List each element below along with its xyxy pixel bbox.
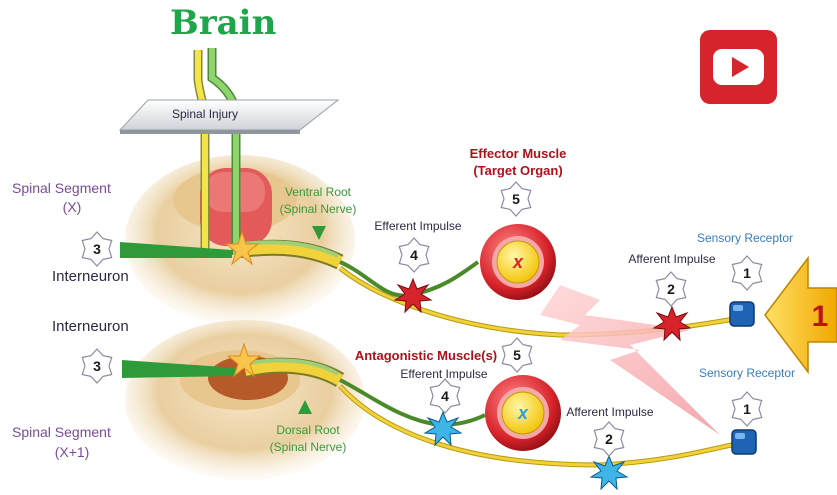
step-afferent-upper-badge: 2 <box>656 272 685 306</box>
dorsal-root-label: Dorsal Root <box>276 423 340 437</box>
efferent-impulse-lower-label: Efferent Impulse <box>400 367 487 381</box>
muscle-lower-mark: x <box>517 403 529 423</box>
step-receptor-lower-number: 1 <box>743 401 751 417</box>
step-receptor-lower-badge: 1 <box>732 392 761 426</box>
step-interneuron-upper-badge: 3 <box>82 232 111 266</box>
afferent-burst-lower <box>591 456 627 489</box>
step-efferent-lower-badge: 4 <box>430 379 459 413</box>
segment-upper-sub: (X) <box>63 199 82 215</box>
segment-lower-label: Spinal Segment <box>12 424 111 440</box>
efferent-impulse-upper-label: Efferent Impulse <box>374 219 461 233</box>
step-efferent-upper-badge: 4 <box>399 238 428 272</box>
step-effector-lower-badge: 5 <box>502 338 531 372</box>
sensory-receptor-upper-label: Sensory Receptor <box>697 231 793 245</box>
step-efferent-upper-number: 4 <box>410 247 418 263</box>
stimulus-number: 1 <box>812 300 829 333</box>
youtube-play-icon[interactable] <box>700 30 777 104</box>
segment-lower-sub: (X+1) <box>55 444 90 460</box>
effector-muscle-label: Effector Muscle <box>470 146 567 161</box>
step-receptor-upper-badge: 1 <box>732 256 761 290</box>
segment-upper-label: Spinal Segment <box>12 180 111 196</box>
step-efferent-lower-number: 4 <box>441 388 449 404</box>
effector-muscle-sub: (Target Organ) <box>473 163 562 178</box>
interneuron-upper-label: Interneuron <box>52 268 129 285</box>
step-receptor-upper-number: 1 <box>743 265 751 281</box>
step-afferent-lower-number: 2 <box>605 431 613 447</box>
vertebra-lower <box>125 320 365 480</box>
step-effector-upper-number: 5 <box>512 191 520 207</box>
step-effector-upper-badge: 5 <box>501 182 530 216</box>
interneuron-lower-label: Interneuron <box>52 318 129 335</box>
ventral-root-sub: (Spinal Nerve) <box>280 202 357 216</box>
afferent-impulse-lower-label: Afferent Impulse <box>566 405 653 419</box>
antagonistic-muscle-label: Antagonistic Muscle(s) <box>355 348 497 363</box>
step-interneuron-upper-number: 3 <box>93 241 101 257</box>
spinal-injury-label: Spinal Injury <box>172 107 238 121</box>
sensory-receptor-lower-label: Sensory Receptor <box>699 366 795 380</box>
step-afferent-lower-badge: 2 <box>594 422 623 456</box>
step-interneuron-lower-number: 3 <box>93 358 101 374</box>
step-interneuron-lower-badge: 3 <box>82 349 111 383</box>
afferent-impulse-upper-label: Afferent Impulse <box>628 252 715 266</box>
ventral-root-label: Ventral Root <box>285 185 352 199</box>
step-afferent-upper-number: 2 <box>667 281 675 297</box>
diagram-title: Brain <box>170 3 276 43</box>
step-effector-lower-number: 5 <box>513 347 521 363</box>
muscle-upper-mark: x <box>512 252 524 272</box>
dorsal-root-sub: (Spinal Nerve) <box>270 440 347 454</box>
